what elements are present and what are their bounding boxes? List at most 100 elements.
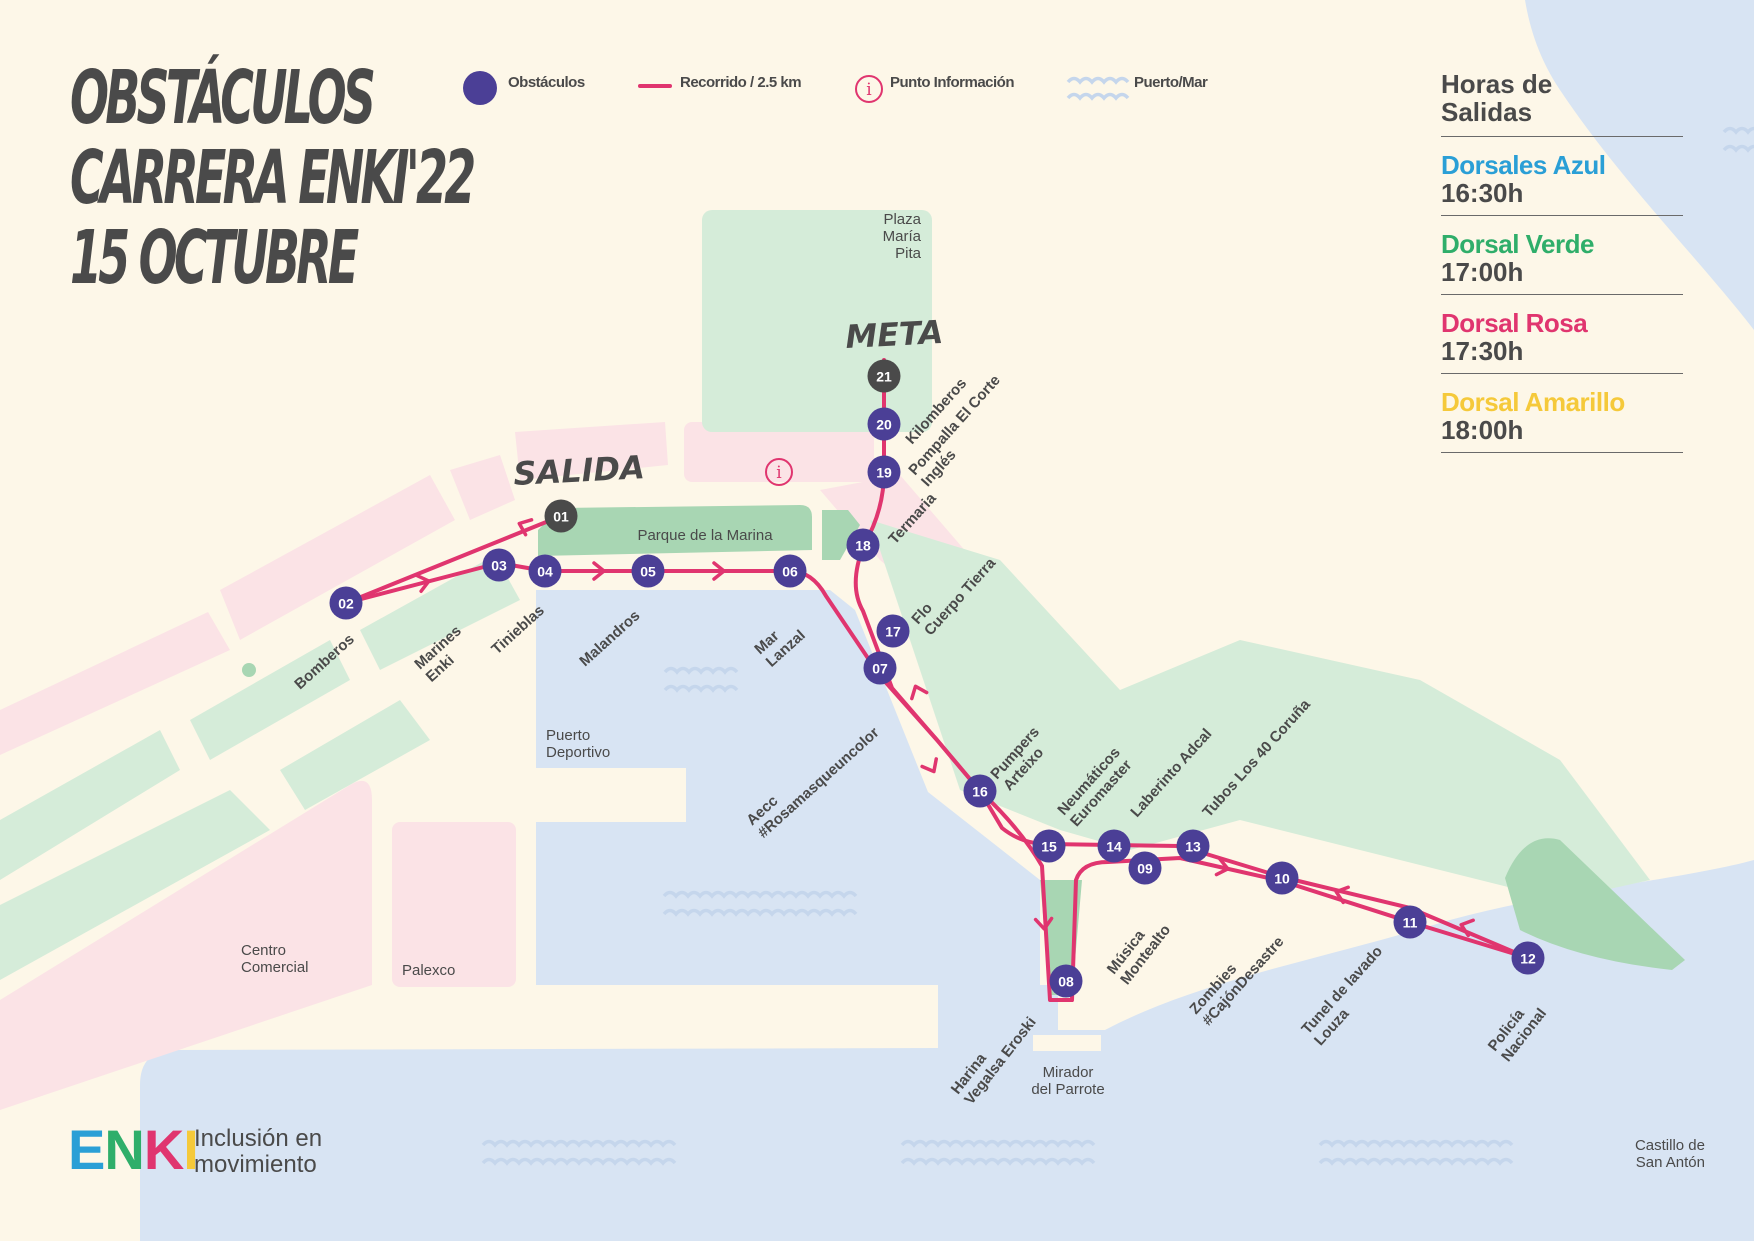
enki-logo: ENKI — [68, 1122, 199, 1178]
start-time-label: Dorsal Verde — [1441, 229, 1594, 259]
logo-letter: K — [143, 1118, 184, 1181]
station-number: 13 — [1185, 839, 1201, 855]
station-dot — [846, 528, 880, 562]
station-number: 12 — [1520, 951, 1536, 967]
finish-label: META — [844, 313, 944, 356]
station-dot — [544, 499, 578, 533]
station-number: 11 — [1403, 915, 1418, 931]
station-03[interactable]: 03 — [482, 548, 516, 582]
station-label-09: MúsicaMontealto — [1104, 911, 1174, 988]
logo-letter: E — [68, 1118, 105, 1181]
station-number: 10 — [1274, 871, 1290, 887]
start-time-value: 16:30h — [1441, 178, 1524, 208]
station-number: 06 — [782, 564, 798, 580]
station-dot — [876, 614, 910, 648]
start-label: SALIDA — [512, 448, 645, 493]
place-palexco: Palexco — [402, 962, 455, 979]
station-01[interactable]: 01 — [544, 499, 578, 533]
legend-wave-icon — [1066, 76, 1130, 101]
station-15[interactable]: 15 — [1032, 829, 1066, 863]
station-markers: 01 02 03 04 05 06 07 08 09 10 11 12 13 14 15 16 17 18 19 20… — [329, 359, 1545, 998]
station-number: 05 — [640, 564, 656, 580]
station-20[interactable]: 20 — [867, 407, 901, 441]
station-dot — [963, 774, 997, 808]
legend-obstacles: Obstáculos — [508, 74, 585, 91]
station-dot — [329, 586, 363, 620]
station-number: 02 — [338, 596, 354, 612]
station-number: 03 — [491, 558, 507, 574]
park-blocks — [538, 505, 1685, 995]
legend-info-icon: i — [855, 75, 883, 103]
station-number: 07 — [872, 661, 888, 677]
station-dot — [867, 359, 901, 393]
station-number: 21 — [876, 369, 892, 385]
start-time-label: Dorsal Amarillo — [1441, 387, 1625, 417]
legend-sea: Puerto/Mar — [1134, 74, 1208, 91]
station-19[interactable]: 19 — [867, 455, 901, 489]
legend-symbols: i — [463, 71, 1130, 105]
station-16[interactable]: 16 — [963, 774, 997, 808]
station-14[interactable]: 14 — [1097, 829, 1131, 863]
station-dot — [1511, 941, 1545, 975]
station-10[interactable]: 10 — [1265, 861, 1299, 895]
station-dot — [482, 548, 516, 582]
station-number: 14 — [1106, 839, 1122, 855]
station-dot — [631, 554, 665, 588]
tagline-line-2: movimiento — [194, 1151, 317, 1178]
station-number: 17 — [885, 624, 901, 640]
station-11[interactable]: 11 — [1393, 905, 1427, 939]
station-dot — [1049, 964, 1083, 998]
station-dot — [1032, 829, 1066, 863]
station-18[interactable]: 18 — [846, 528, 880, 562]
station-dot — [867, 455, 901, 489]
station-09[interactable]: 09 — [1128, 851, 1162, 885]
station-number: 19 — [876, 465, 892, 481]
station-dot — [863, 651, 897, 685]
station-dot — [1097, 829, 1131, 863]
page-title: OBSTÁCULOS CARRERA ENKI'22 15 OCTUBRE — [70, 55, 476, 298]
start-time-value: 18:00h — [1441, 415, 1524, 445]
station-07[interactable]: 07 — [863, 651, 897, 685]
station-04[interactable]: 04 — [528, 554, 562, 588]
logo-letter: N — [104, 1118, 144, 1181]
station-dot — [773, 554, 807, 588]
station-12[interactable]: 12 — [1511, 941, 1545, 975]
title-line-2: CARRERA ENKI'22 — [70, 135, 476, 221]
station-number: 09 — [1137, 861, 1153, 877]
station-number: 04 — [537, 564, 553, 580]
wave-icons — [481, 126, 1754, 1166]
station-17[interactable]: 17 — [876, 614, 910, 648]
pier — [1033, 1035, 1101, 1051]
logo-letter: I — [183, 1118, 199, 1181]
legend-station-dot — [463, 71, 497, 105]
station-05[interactable]: 05 — [631, 554, 665, 588]
svg-text:i: i — [866, 80, 872, 100]
station-06[interactable]: 06 — [773, 554, 807, 588]
station-02[interactable]: 02 — [329, 586, 363, 620]
title-line-1: OBSTÁCULOS — [70, 55, 376, 141]
station-dot — [528, 554, 562, 588]
station-08[interactable]: 08 — [1049, 964, 1083, 998]
start-time-value: 17:30h — [1441, 336, 1524, 366]
station-number: 15 — [1041, 839, 1057, 855]
station-number: 18 — [855, 538, 871, 554]
info-point-marker: i — [765, 458, 793, 486]
station-number: 16 — [972, 784, 988, 800]
start-time-value: 17:00h — [1441, 257, 1524, 287]
station-13[interactable]: 13 — [1176, 829, 1210, 863]
station-21[interactable]: 21 — [867, 359, 901, 393]
station-dot — [1176, 829, 1210, 863]
station-dot — [1265, 861, 1299, 895]
